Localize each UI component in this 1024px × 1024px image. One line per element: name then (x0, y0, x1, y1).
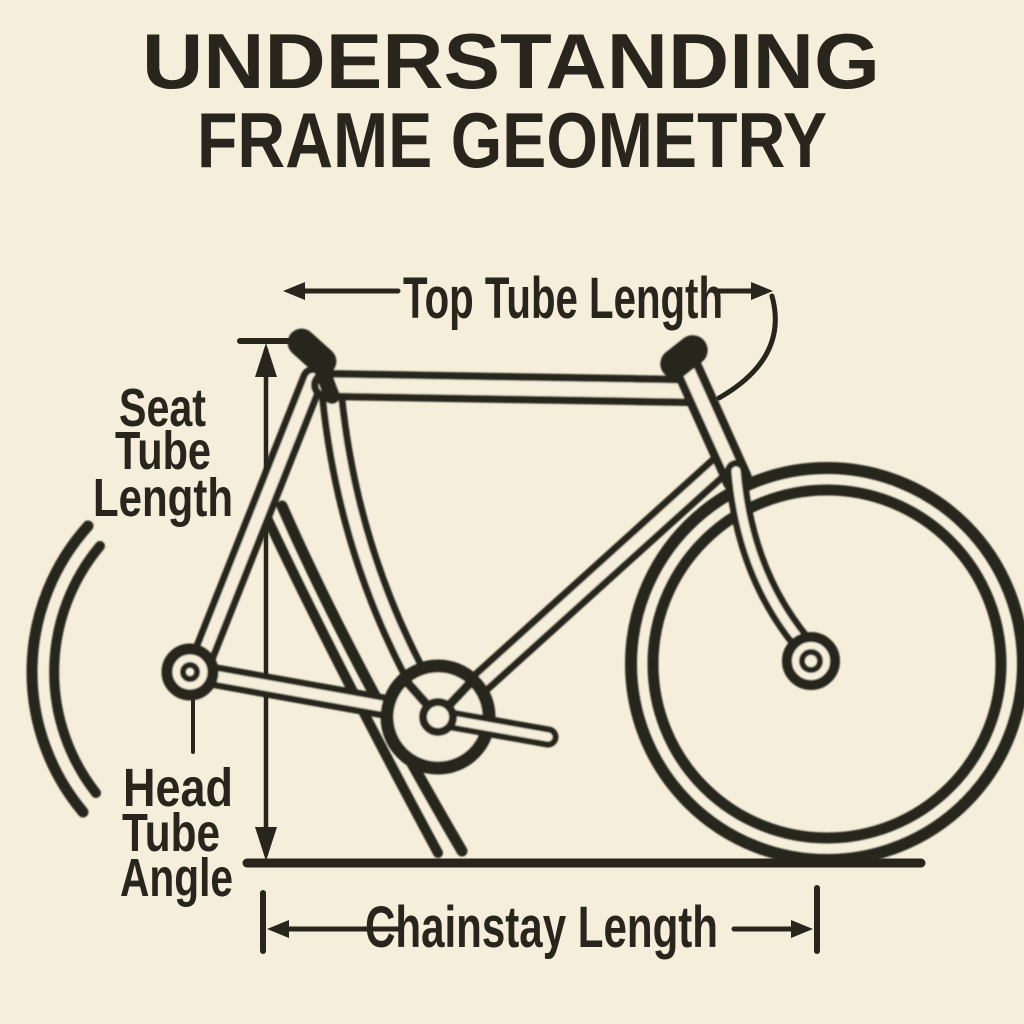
top-tube-leader-arc (716, 293, 778, 401)
top-tube-dimension: Top Tube Length (283, 266, 778, 401)
front-hub-axle (799, 649, 823, 673)
top-tube-arrow-left-icon (283, 282, 305, 300)
rear-rim-outer-left-arc (26, 520, 94, 818)
crank-arm-core (435, 713, 553, 742)
top-tube-length-label: Top Tube Length (403, 266, 723, 331)
rear-hub-axle (180, 662, 200, 682)
head-tube-label-line-2: Tube (122, 803, 220, 863)
fork-blade-core (731, 466, 815, 657)
seat-stay-core (192, 373, 319, 675)
rear-rim-inner-left-arc (49, 541, 105, 798)
title-line-2: FRAME GEOMETRY (197, 96, 827, 184)
seat-tube-label-line-2: Tube (115, 421, 211, 481)
top-tube-arrow-right-icon (751, 282, 773, 300)
saddle (287, 328, 337, 376)
head-tube-label-line-3: Angle (120, 848, 233, 908)
head-tube-angle-annotation: Head Tube Angle (120, 699, 233, 908)
rear-rim-inner-right-arc (262, 513, 443, 858)
seat-tube-arrow-down-icon (255, 827, 277, 861)
head-tube-core (676, 352, 744, 486)
title-line-1: UNDERSTANDING (142, 17, 880, 105)
bottom-bracket (419, 698, 457, 736)
head-tube-label-line-1: Head (123, 758, 233, 818)
chainstay-arrow-right-icon (791, 920, 813, 938)
rear-rim-outer-right-arc (276, 500, 468, 857)
chainstay-arrow-left-icon (267, 920, 289, 938)
front-hub (782, 632, 840, 690)
chainstay-length-label: Chainstay Length (365, 895, 718, 960)
chainstay-dimension: Chainstay Length (260, 885, 820, 960)
crankset (380, 659, 559, 775)
seat-tube-label-line-1: Seat (119, 378, 206, 438)
seat-tube-dimension: Seat Tube Length (93, 338, 295, 861)
front-rim-inner (647, 484, 1007, 844)
dimension-annotations: Top Tube Length Seat Tube Length Head Tu… (93, 266, 820, 960)
bicycle-drawing (26, 328, 1024, 866)
seat-tube-label-line-3: Length (93, 468, 233, 528)
handlebar-stem (660, 335, 708, 379)
rear-hub (161, 643, 219, 701)
down-tube-core (441, 453, 734, 719)
frame-tubes (185, 344, 821, 728)
seat-tube-arrow-up-icon (255, 343, 277, 377)
title: UNDERSTANDING FRAME GEOMETRY (142, 17, 880, 184)
top-tube-core (318, 377, 696, 399)
rear-wheel (26, 500, 468, 858)
